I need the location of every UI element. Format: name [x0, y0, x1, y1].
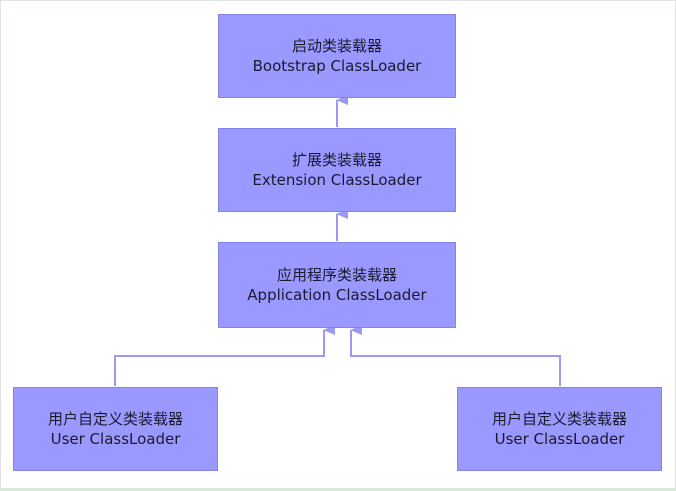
- node-user-classloader-right: 用户自定义类装载器 User ClassLoader: [457, 387, 662, 471]
- node-bootstrap-classloader: 启动类装载器 Bootstrap ClassLoader: [218, 14, 456, 98]
- node-label-cn: 用户自定义类装载器: [47, 410, 183, 428]
- node-application-classloader: 应用程序类装载器 Application ClassLoader: [218, 242, 456, 328]
- node-label-cn: 启动类装载器: [291, 37, 382, 55]
- node-label-cn: 应用程序类装载器: [276, 266, 397, 284]
- node-label-en: Bootstrap ClassLoader: [252, 57, 422, 75]
- node-label-en: Extension ClassLoader: [252, 171, 422, 189]
- node-label-en: User ClassLoader: [50, 430, 181, 448]
- node-extension-classloader: 扩展类装载器 Extension ClassLoader: [218, 128, 456, 212]
- edge-user-left-to-application: [114, 325, 335, 386]
- node-label-en: Application ClassLoader: [247, 286, 427, 304]
- node-user-classloader-left: 用户自定义类装载器 User ClassLoader: [13, 387, 218, 471]
- node-label-en: User ClassLoader: [494, 430, 625, 448]
- node-label-cn: 用户自定义类装载器: [491, 410, 627, 428]
- node-label-cn: 扩展类装载器: [291, 151, 382, 169]
- edge-user-right-to-application: [350, 325, 561, 386]
